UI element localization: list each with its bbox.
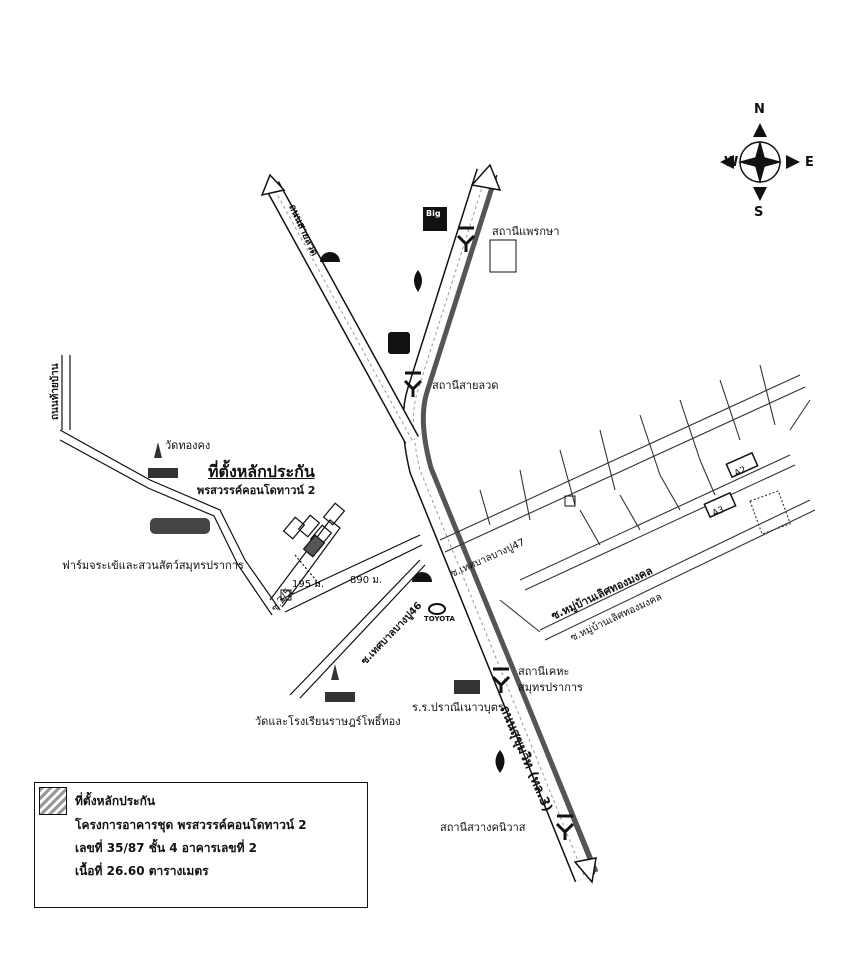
site-name: พรสวรรค์คอนโดทาวน์ 2 [197,484,316,497]
toyota-label: TOYOTA [424,615,455,623]
wat-school-label: วัดและโรงเรียนราษฎร์โพธิ์ทอง [255,715,401,728]
crocodile-farm-icon [150,518,210,534]
station-sailuad-label: สถานีสายลวด [432,379,499,392]
station-sawang-label: สถานีสวางคนิวาส [440,821,526,834]
site-title: ที่ตั้งหลักประกัน [208,462,315,481]
distance-195: 195 ม. [292,579,325,590]
legend-hatch-swatch [39,787,67,815]
compass-s: S [754,205,764,220]
legend-line-3: เนื้อที่ 26.60 ตารางเมตร [75,864,209,878]
station-praksa-label: สถานีแพรกษา [492,225,560,238]
shell-icons [320,252,432,582]
minor-roads-east [439,364,816,641]
compass-e: E [805,155,814,170]
distance-890: 890 ม. [350,575,383,586]
bank-logo [489,239,517,273]
pt-station-logo [388,332,410,354]
legend-box: ที่ตั้งหลักประกัน โครงการอาคารชุด พรสวรร… [34,782,368,908]
711-icon-east [564,495,576,507]
compass-n: N [754,102,765,117]
crocodile-farm-label: ฟาร์มจระเข้และสวนสัตว์สมุทรปราการ [62,559,244,572]
a2-box [725,451,759,479]
temple-icon [148,442,178,478]
big-c-logo [423,207,447,231]
station-kheha-label: สถานีเคหะ สมุทรปราการ [518,665,583,694]
sailuad-road [260,173,420,444]
road-thaiban-label: ถนนท้ายบ้าน [50,363,61,420]
school-label: ร.ร.ปราณีเนาวบุตร [412,701,504,714]
school-building-icon [454,680,480,694]
legend-title: ที่ตั้งหลักประกัน [75,794,156,808]
temple-icon-2 [325,664,355,702]
big-c-label: Big [426,209,441,218]
sukhumvit-road [402,163,599,884]
legend-line-1: โครงการอาคารชุด พรสวรรค์คอนโดทาวน์ 2 [75,818,307,832]
711-icon [280,589,292,601]
minor-roads-west [59,355,426,699]
compass-rose [720,123,800,201]
legend-line-2: เลขที่ 35/87 ชั้น 4 อาคารเลขที่ 2 [75,841,258,855]
toyota-logo [428,603,446,615]
a3-box [703,491,737,519]
bts-icons [403,226,575,840]
compass-w: W [724,155,739,170]
wat-thongkong-label: วัดทองคง [165,439,211,452]
ptt-icons [414,270,505,773]
